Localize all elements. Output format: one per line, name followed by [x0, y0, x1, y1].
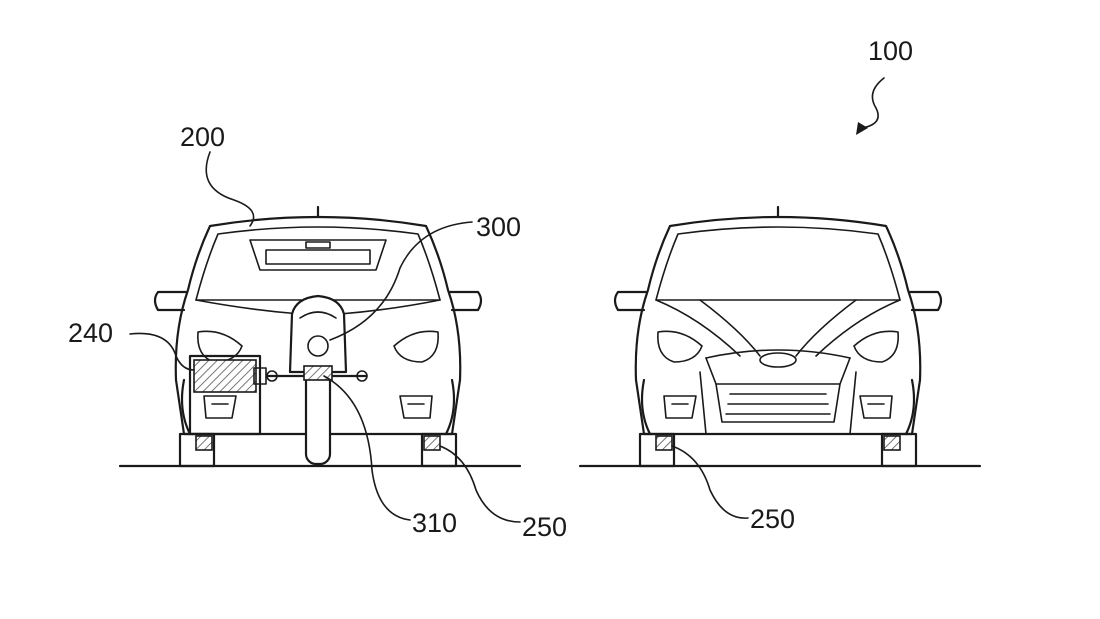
ref-label-200: 200	[180, 122, 225, 152]
ref-label-300: 300	[476, 212, 521, 242]
motorcycle	[266, 294, 368, 466]
ref-label-250-right: 250	[750, 504, 795, 534]
right-vehicle	[578, 205, 982, 468]
left-vehicle	[118, 205, 522, 468]
ref-label-240: 240	[68, 318, 113, 348]
ref-label-250-left: 250	[522, 512, 567, 542]
ref-label-100: 100	[868, 36, 913, 66]
arrow-head-icon	[856, 122, 868, 135]
leader-lines	[129, 77, 885, 523]
ref-label-310: 310	[412, 508, 457, 538]
